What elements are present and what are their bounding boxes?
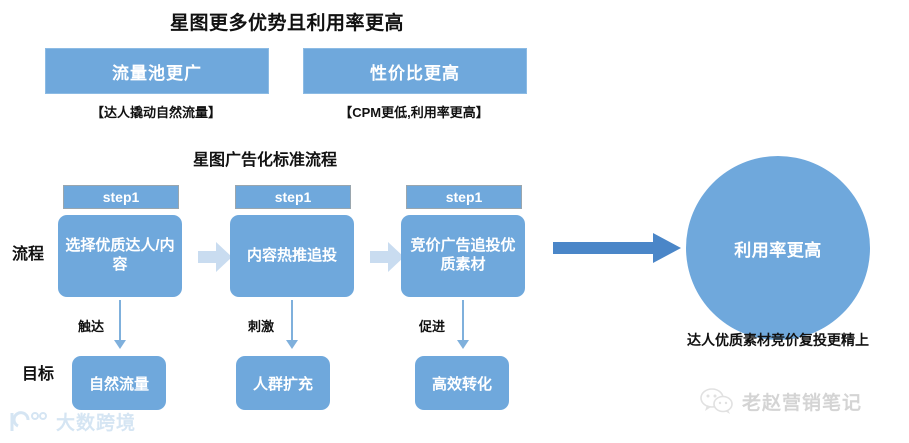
goal-label-1: 自然流量: [88, 375, 149, 393]
advantage-box-2: 性价比更高: [303, 48, 527, 94]
goal-box-3: 高效转化: [415, 356, 509, 410]
wechat-icon: [700, 388, 733, 414]
step-box-2: 内容热推追投: [230, 215, 354, 297]
result-caption: 达人优质素材竞价复投更精上: [687, 332, 869, 348]
connector-label-1: 触达: [78, 319, 105, 334]
goal-label-3: 高效转化: [431, 375, 492, 393]
connector-line-1: [119, 300, 121, 342]
step-header-2: step1: [235, 185, 351, 209]
step-header-1: step1: [63, 185, 179, 209]
advantage-caption-1: 【达人撬动自然流量】: [90, 105, 221, 120]
result-circle-label: 利用率更高: [734, 240, 822, 260]
watermark-bottom-left: 大数跨境: [8, 408, 136, 435]
step-box-1: 选择优质达人/内容: [58, 215, 182, 297]
step-body-3: 竞价广告追投优质素材: [410, 237, 516, 273]
advantage-caption-2: 【CPM更低,利用率更高】: [339, 105, 489, 120]
goal-label-2: 人群扩充: [252, 375, 313, 393]
step-header-3: step1: [406, 185, 522, 209]
process-row-label: 流程: [12, 246, 45, 263]
result-arrow-icon: [553, 233, 681, 263]
flow-section-title: 星图广告化标准流程: [193, 152, 338, 169]
watermark-bottom-right: 老赵营销笔记: [700, 387, 862, 415]
page-title: 星图更多优势且利用率更高: [170, 13, 405, 34]
advantage-label-1: 流量池更广: [112, 63, 202, 83]
chevron-right-icon-2: [370, 242, 404, 272]
goal-row-label: 目标: [22, 366, 55, 383]
connector-arrowhead-2: [286, 340, 298, 349]
connector-label-3: 促进: [419, 319, 446, 334]
goal-box-1: 自然流量: [72, 356, 166, 410]
step-header-label-3: step1: [445, 189, 483, 205]
step-body-2: 内容热推追投: [246, 246, 337, 264]
connector-line-3: [462, 300, 464, 342]
watermark-bottom-right-text: 老赵营销笔记: [742, 392, 863, 414]
step-header-label-1: step1: [102, 189, 140, 205]
chevron-right-icon-1: [198, 242, 232, 272]
dashu-logo-icon: [10, 410, 47, 431]
connector-arrowhead-1: [114, 340, 126, 349]
advantage-box-1: 流量池更广: [45, 48, 269, 94]
result-circle: 利用率更高: [686, 156, 870, 340]
connector-label-2: 刺激: [248, 319, 275, 334]
goal-box-2: 人群扩充: [236, 356, 330, 410]
step-box-3: 竞价广告追投优质素材: [401, 215, 525, 297]
step-body-1: 选择优质达人/内容: [65, 237, 175, 273]
connector-line-2: [291, 300, 293, 342]
step-header-label-2: step1: [274, 189, 312, 205]
connector-arrowhead-3: [457, 340, 469, 349]
advantage-label-2: 性价比更高: [370, 63, 460, 83]
watermark-bottom-left-text: 大数跨境: [56, 413, 137, 434]
